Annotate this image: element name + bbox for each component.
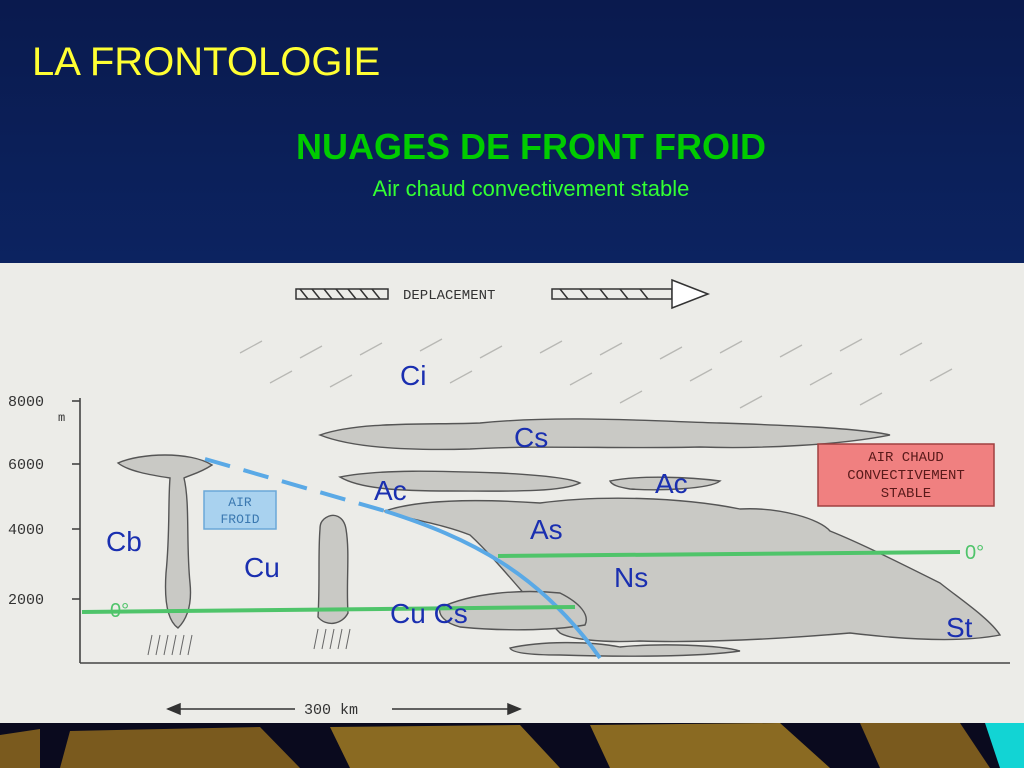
precipitation-streaks — [239, 338, 953, 409]
air-froid-line1: AIR — [228, 495, 252, 510]
scale-bar — [166, 702, 522, 716]
label-as: As — [530, 514, 563, 545]
y-tick-6000: 6000 — [8, 457, 44, 474]
ac-right-cloud — [608, 476, 722, 491]
y-tick-8000: 8000 — [8, 394, 44, 411]
ac-left-cloud — [338, 470, 582, 492]
label-cb: Cb — [106, 526, 142, 557]
air-chaud-box — [817, 443, 995, 507]
isotherm-left-label: 0° — [110, 600, 129, 622]
isotherm-cold — [81, 605, 576, 614]
label-cs: Cs — [514, 422, 548, 453]
label-ci: Ci — [400, 360, 426, 391]
air-chaud-line3: STABLE — [881, 486, 931, 502]
front-surface-line — [384, 509, 602, 660]
y-tick-2000: 2000 — [8, 592, 44, 609]
movement-arrow — [295, 278, 711, 310]
y-axis-unit: m — [58, 411, 65, 425]
low-clouds — [509, 641, 741, 657]
y-axis — [72, 398, 1010, 664]
movement-label: DEPLACEMENT — [403, 288, 495, 304]
rain-shafts — [147, 628, 351, 656]
air-chaud-line2: CONVECTIVEMENT — [847, 468, 965, 484]
label-ac-right: Ac — [655, 468, 688, 499]
label-ac-left: Ac — [374, 475, 407, 506]
isotherm-right-label: 0° — [965, 542, 984, 564]
label-st: St — [946, 612, 973, 643]
diagram-subtitle: Air chaud convectivement stable — [372, 176, 690, 201]
diagram-canvas: DEPLACEMENT 8000 m 6000 4000 2000 300 km — [8, 278, 1010, 719]
isotherm-warm — [497, 550, 961, 558]
air-froid-line2: FROID — [220, 512, 259, 527]
cu-cloud — [317, 514, 349, 624]
cs-cloud — [318, 418, 891, 451]
air-chaud-line1: AIR CHAUD — [868, 450, 944, 466]
label-cu: Cu — [244, 552, 280, 583]
slide-title: LA FRONTOLOGIE — [32, 40, 381, 84]
scale-label: 300 km — [304, 702, 358, 719]
front-surface-dashed — [204, 457, 386, 513]
y-tick-4000: 4000 — [8, 522, 44, 539]
cold-front-diagram: DEPLACEMENT 8000 m 6000 4000 2000 300 km — [0, 263, 1024, 723]
label-cu-cs: Cu Cs — [390, 598, 468, 629]
air-froid-box — [203, 490, 277, 530]
cb-cloud — [116, 454, 214, 629]
label-ns: Ns — [614, 562, 648, 593]
diagram-title: NUAGES DE FRONT FROID — [295, 126, 766, 167]
bottom-decoration — [0, 723, 1024, 768]
